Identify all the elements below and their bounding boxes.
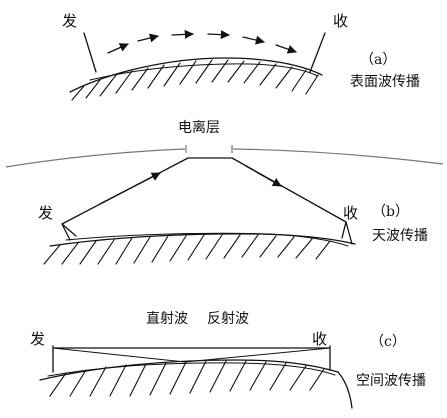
panel-b-receiver-label: 收 [343, 204, 358, 222]
surface-wave-arrow-1 [107, 43, 129, 54]
direct-wave-label: 直射波 [146, 310, 188, 327]
panel-b-earth-surface [49, 233, 356, 247]
panel-a-surface-wave-path [89, 63, 319, 81]
surface-wave-arrow-4 [207, 30, 230, 40]
panel-c-caption: 空间波传播 [356, 373, 426, 389]
panel-a-receive-antenna [309, 32, 326, 73]
panel-a-ground-hatching [71, 59, 319, 101]
sky-wave-up-arrow [99, 172, 161, 205]
panel-c-earth-surface [39, 359, 339, 381]
panel-c-earth-edge [337, 371, 353, 409]
reflected-wave-path [52, 347, 331, 363]
surface-wave-arrow-5 [242, 35, 265, 45]
panel-a-transmitter-label: 发 [62, 12, 77, 30]
panel-c-tag: （c） [370, 334, 406, 350]
panel-c-receiver-label: 收 [312, 330, 327, 348]
panel-b-sky-wave: 电离层 发 收 （b） 天波传播 [5, 119, 444, 265]
sky-wave-path [61, 157, 347, 225]
panel-a-receiver-label: 收 [333, 12, 348, 30]
panel-a-tag: （a） [360, 52, 396, 68]
panel-a-transmit-antenna [83, 32, 97, 73]
surface-wave-arrow-3 [171, 29, 194, 39]
ionosphere-layer [5, 148, 444, 168]
panel-b-ground-wave-path [65, 232, 349, 247]
panel-a-wave-arrows [107, 29, 297, 54]
panel-b-receive-antenna [341, 221, 353, 245]
panel-c-surface-line [47, 362, 336, 377]
surface-wave-arrow-2 [137, 33, 159, 43]
panel-a-earth-surface [69, 57, 323, 93]
panel-b-tag: （b） [372, 204, 409, 220]
panel-a-caption: 表面波传播 [350, 74, 420, 90]
reflected-wave-label: 反射波 [207, 311, 249, 327]
panel-c-transmitter-label: 发 [30, 330, 45, 348]
sky-wave-down-arrow [245, 165, 282, 187]
panel-b-transmitter-label: 发 [38, 204, 53, 222]
panel-b-ground-hatching [43, 234, 331, 265]
panel-b-caption: 天波传播 [372, 228, 428, 244]
surface-wave-arrow-6 [275, 44, 297, 54]
panel-b-transmit-antenna [61, 223, 77, 241]
panel-c-space-wave: 直射波 反射波 发 收 （c） 空间波传播 [30, 310, 426, 409]
ionosphere-label: 电离层 [178, 119, 220, 136]
panel-a-surface-wave: 发 收 （a） 表面波传播 [62, 12, 420, 101]
panel-c-ground-hatching [49, 360, 325, 397]
